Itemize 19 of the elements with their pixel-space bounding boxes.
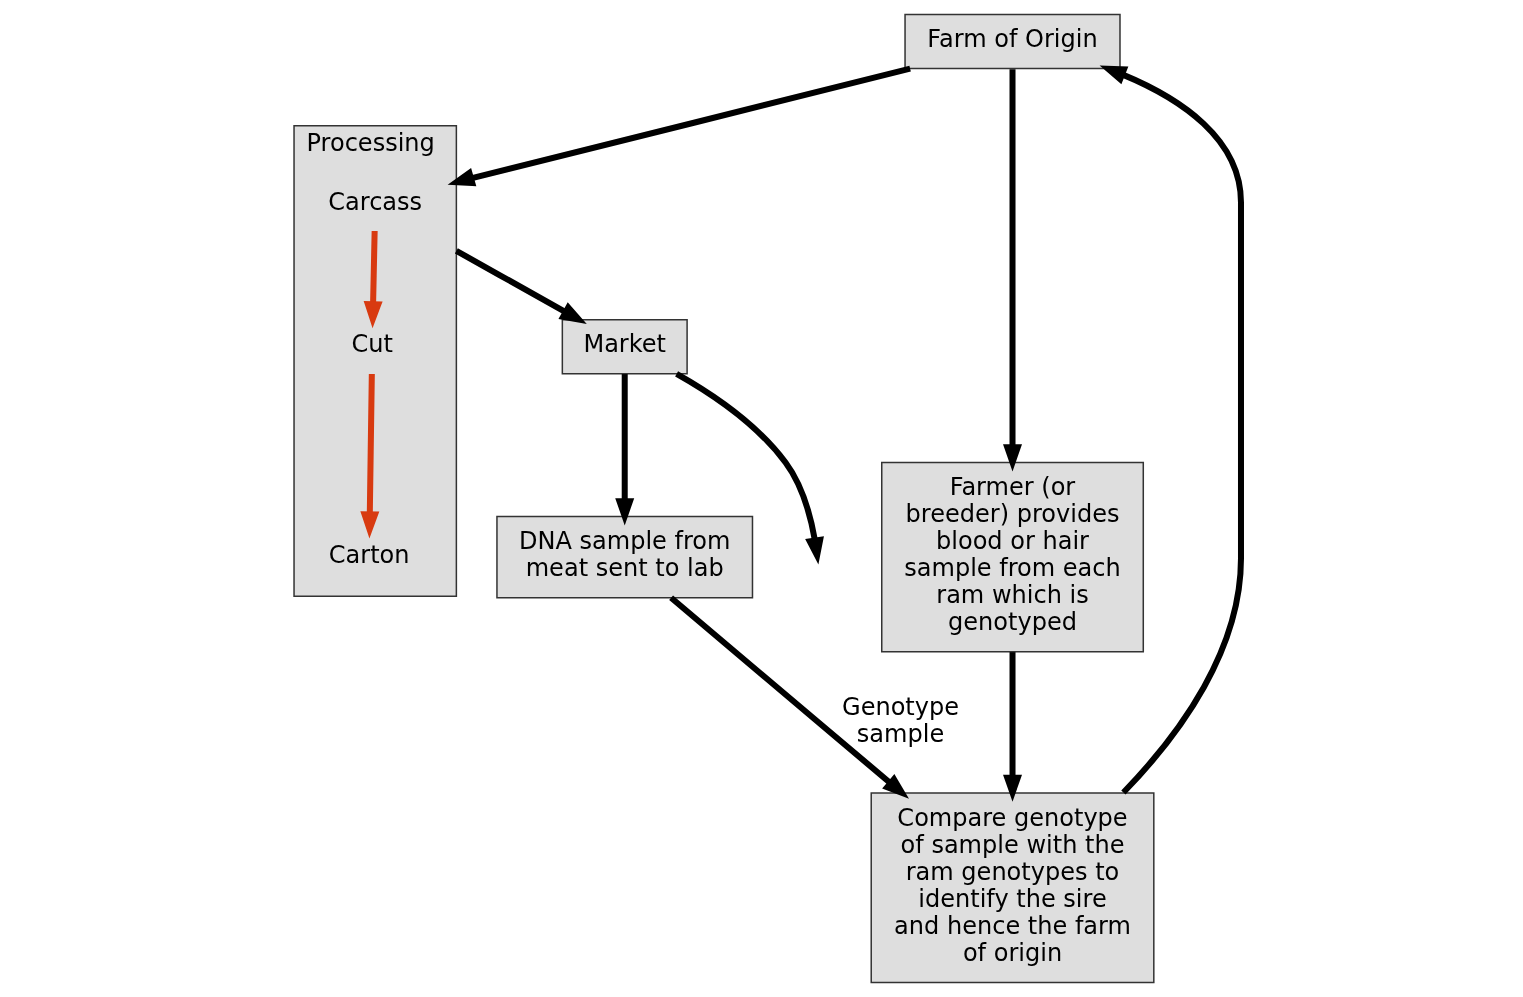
node-text: Carton <box>328 540 410 569</box>
arrow <box>1003 69 1022 472</box>
node-box: DNA sample from meat sent to lab <box>496 515 754 599</box>
node-box: Farm of Origin <box>904 13 1121 70</box>
arrow <box>669 595 909 799</box>
arrow <box>447 65 911 187</box>
edge-label: Genotype sample <box>842 692 960 748</box>
node-box: Market <box>561 318 688 375</box>
node-box: Farmer (or breeder) provides blood or hair sample from each ram which is genotyped <box>881 461 1145 653</box>
node-text: Carcass <box>328 187 423 216</box>
node-box: Compare genotype of sample with the ram genotypes to identify the sire and hence the farm of origin <box>870 792 1155 984</box>
arrow <box>1003 652 1022 802</box>
arrow <box>675 371 824 565</box>
arrow <box>1099 65 1244 795</box>
arrow <box>360 374 380 539</box>
arrow <box>615 374 635 526</box>
arrow <box>363 230 383 329</box>
node-text: Cut <box>351 330 393 359</box>
arrow <box>454 248 587 324</box>
